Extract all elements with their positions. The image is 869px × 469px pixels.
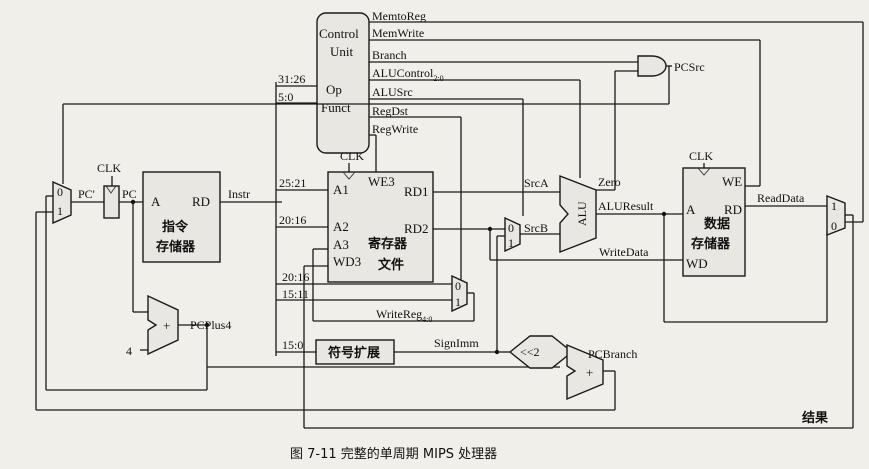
regwrite-label: RegWrite bbox=[372, 122, 418, 136]
srcb-mux-label-0: 0 bbox=[508, 221, 514, 235]
alucontrol-label: ALUControl2:0 bbox=[372, 66, 444, 83]
writereg-mux-label-1: 1 bbox=[455, 295, 461, 309]
dmem-clk-label: CLK bbox=[689, 149, 713, 163]
pcsrc-label: PCSrc bbox=[674, 60, 705, 74]
rf-a1-label: A1 bbox=[333, 182, 349, 197]
rf-name-line2: 文件 bbox=[378, 257, 404, 273]
alucontrol-text: ALUControl bbox=[372, 66, 434, 80]
result-mux bbox=[826, 194, 846, 237]
data-memory bbox=[682, 167, 746, 277]
control-unit bbox=[316, 12, 370, 154]
register-file bbox=[327, 171, 434, 283]
rd-bits-label: 15:11 bbox=[282, 287, 309, 301]
aluresult-label: ALUResult bbox=[598, 199, 654, 213]
rf-name-line1: 寄存器 bbox=[368, 236, 408, 252]
imem-a-label: A bbox=[151, 194, 161, 209]
rf-rd1-label: RD1 bbox=[404, 184, 429, 199]
rf-rd2-label: RD2 bbox=[404, 221, 429, 236]
srca-label: SrcA bbox=[524, 176, 549, 190]
shift-label: <<2 bbox=[520, 345, 540, 359]
alu-label: ALU bbox=[575, 201, 589, 226]
srcb-mux-label-1: 1 bbox=[508, 236, 514, 250]
control-op-label: Op bbox=[326, 82, 342, 97]
rf-a3-label: A3 bbox=[333, 237, 349, 252]
zero-label: Zero bbox=[598, 175, 621, 189]
pcplus4-adder-plus: + bbox=[163, 318, 170, 333]
op-bits-label: 31:26 bbox=[278, 72, 305, 86]
rf-a2-label: A2 bbox=[333, 219, 349, 234]
memtoreg-label: MemtoReg bbox=[372, 9, 426, 23]
writedata-label: WriteData bbox=[599, 245, 649, 259]
pc-mux bbox=[52, 180, 72, 225]
srcb-label: SrcB bbox=[524, 221, 548, 235]
control-funct-label: Funct bbox=[321, 100, 351, 115]
rf-clk-label: CLK bbox=[340, 149, 364, 163]
dmem-name-line2: 存储器 bbox=[691, 236, 731, 252]
control-unit-title-line2: Unit bbox=[330, 44, 354, 59]
writereg-mux bbox=[451, 274, 468, 313]
pcbranch-label: PCBranch bbox=[588, 347, 637, 361]
memwrite-label: MemWrite bbox=[372, 26, 424, 40]
four-label: 4 bbox=[126, 344, 132, 358]
pcbranch-adder-plus: + bbox=[586, 365, 593, 380]
dmem-a-label: A bbox=[686, 202, 696, 217]
dmem-wd-label: WD bbox=[686, 256, 708, 271]
shift-left-2 bbox=[508, 335, 574, 369]
control-unit-title-line1: Control bbox=[319, 26, 359, 41]
funct-bits-label: 5:0 bbox=[278, 90, 293, 104]
pcbranch-adder bbox=[566, 343, 604, 401]
rt-bits-label-2: 20:16 bbox=[282, 270, 309, 284]
rt-bits-label: 20:16 bbox=[279, 213, 306, 227]
imem-name-line1: 指令 bbox=[162, 219, 189, 235]
pc-prime-label: PC' bbox=[78, 187, 95, 201]
imem-rd-label: RD bbox=[192, 194, 210, 209]
branch-label: Branch bbox=[372, 48, 407, 62]
rf-we3-label: WE3 bbox=[368, 174, 395, 189]
regdst-label: RegDst bbox=[372, 104, 409, 118]
dmem-rd-label: RD bbox=[724, 202, 742, 217]
pc-register bbox=[103, 185, 120, 219]
result-mux-label-1: 1 bbox=[831, 199, 837, 213]
pc-clk-label: CLK bbox=[97, 161, 121, 175]
alusrc-label: ALUSrc bbox=[372, 85, 413, 99]
readdata-label: ReadData bbox=[757, 191, 805, 205]
pc-clock-triangle bbox=[105, 185, 117, 194]
pc-mux-label-1: 1 bbox=[57, 204, 63, 218]
dmem-we-label: WE bbox=[722, 174, 742, 189]
writereg-subscript: 4:0 bbox=[422, 315, 432, 324]
pcplus4-adder bbox=[147, 294, 179, 356]
result-label: 结果 bbox=[802, 410, 828, 426]
dmem-clock-triangle bbox=[697, 167, 711, 176]
rf-wd3-label: WD3 bbox=[333, 254, 361, 269]
pc-label: PC bbox=[122, 187, 137, 201]
alucontrol-subscript: 2:0 bbox=[433, 74, 443, 83]
writereg-label: WriteReg4:0 bbox=[376, 307, 432, 324]
imm-bits-label: 15:0 bbox=[282, 338, 303, 352]
figure-caption: 图 7-11 完整的单周期 MIPS 处理器 bbox=[290, 446, 497, 462]
instr-label: Instr bbox=[228, 187, 250, 201]
rs-bits-label: 25:21 bbox=[279, 176, 306, 190]
writereg-text: WriteReg bbox=[376, 307, 422, 321]
sign-extend bbox=[315, 339, 395, 365]
instruction-memory bbox=[142, 171, 221, 263]
imem-name-line2: 存储器 bbox=[156, 239, 196, 255]
rf-clock-triangle bbox=[342, 171, 356, 180]
writereg-mux-label-0: 0 bbox=[455, 279, 461, 293]
pc-mux-label-0: 0 bbox=[57, 185, 63, 199]
srcb-mux bbox=[504, 216, 521, 253]
pcplus4-label: PCPlus4 bbox=[190, 318, 231, 332]
branch-and-gate bbox=[637, 55, 667, 77]
result-mux-label-0: 0 bbox=[831, 219, 837, 233]
signimm-label: SignImm bbox=[434, 336, 479, 350]
sign-extend-label: 符号扩展 bbox=[328, 345, 381, 361]
dmem-name-line1: 数据 bbox=[704, 216, 730, 232]
alu bbox=[559, 174, 597, 254]
